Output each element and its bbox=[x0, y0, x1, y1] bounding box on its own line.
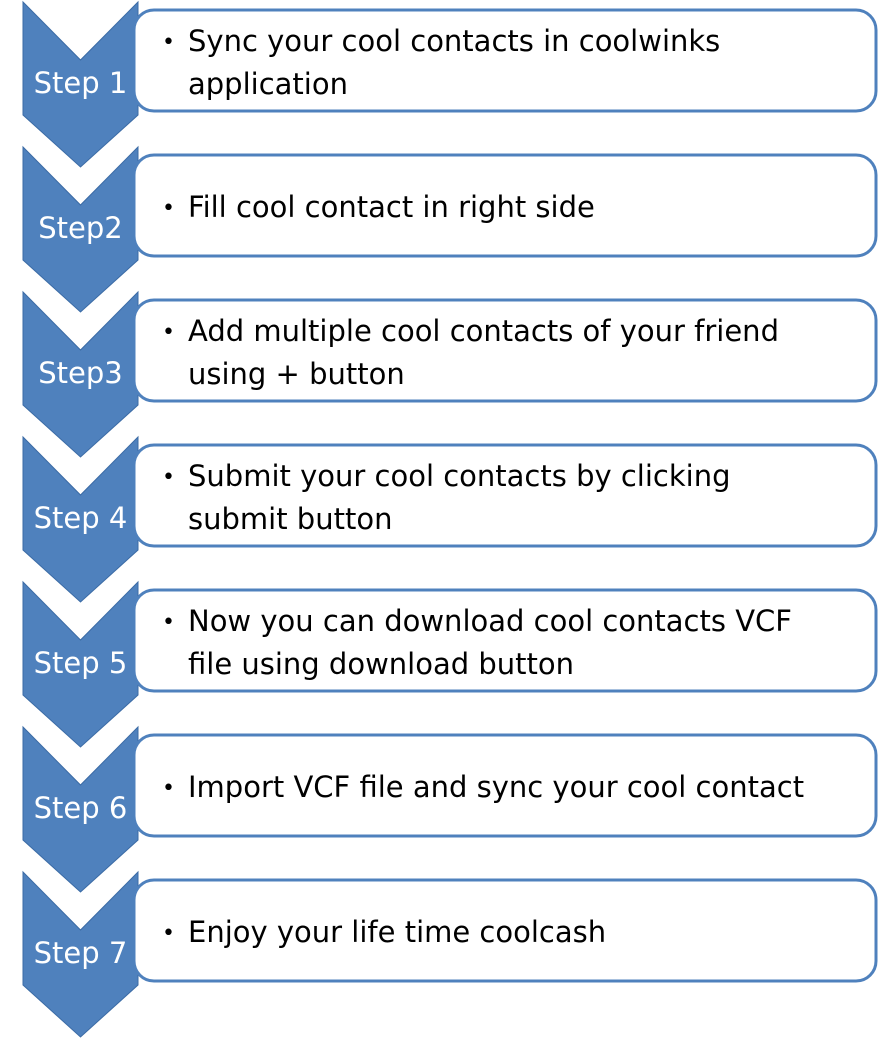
step-chevron bbox=[22, 725, 139, 893]
step-3: Step3 • Add multiple cool contacts of your… bbox=[22, 290, 878, 458]
step-text-line: application bbox=[188, 67, 348, 101]
step-5: Step 5 • Now you can download cool contact… bbox=[22, 580, 878, 748]
step-box bbox=[132, 298, 878, 403]
step-text-line: using + button bbox=[188, 357, 405, 391]
step-1: Step 1 • Sync your cool contacts in coolwi… bbox=[22, 0, 878, 168]
bullet-icon: • bbox=[162, 465, 175, 490]
step-label: Step2 bbox=[38, 211, 122, 245]
step-text-line: file using download button bbox=[188, 647, 574, 681]
bullet-icon: • bbox=[162, 320, 175, 345]
step-chevron bbox=[22, 870, 139, 1038]
bullet-icon: • bbox=[162, 196, 175, 221]
step-box bbox=[132, 878, 878, 983]
step-text-line: Sync your cool contacts in coolwinks bbox=[188, 24, 720, 58]
step-4: Step 4 • Submit your cool contacts by clic… bbox=[22, 435, 878, 603]
step-chevron bbox=[22, 0, 139, 168]
step-box bbox=[132, 153, 878, 258]
step-box bbox=[132, 733, 878, 838]
step-text-line: Submit your cool contacts by clicking bbox=[188, 459, 731, 493]
step-6: Step 6 • Import VCF file and sync your coo… bbox=[22, 725, 878, 893]
step-chevron bbox=[22, 145, 139, 313]
step-box bbox=[132, 443, 878, 548]
step-7: Step 7 • Enjoy your life time coolcash bbox=[22, 870, 878, 1038]
step-text-line: Add multiple cool contacts of your frien… bbox=[188, 314, 779, 348]
step-label: Step 4 bbox=[34, 501, 128, 535]
step-text-line: Enjoy your life time coolcash bbox=[188, 915, 606, 949]
step-text-line: Now you can download cool contacts VCF bbox=[188, 604, 792, 638]
step-text-line: Fill cool contact in right side bbox=[188, 190, 595, 224]
step-chevron bbox=[22, 290, 139, 458]
bullet-icon: • bbox=[162, 921, 175, 946]
step-text-line: Import VCF file and sync your cool conta… bbox=[188, 770, 804, 804]
step-chevron bbox=[22, 435, 139, 603]
step-box bbox=[132, 588, 878, 693]
bullet-icon: • bbox=[162, 30, 175, 55]
step-box bbox=[132, 8, 878, 113]
step-label: Step 5 bbox=[34, 646, 128, 680]
step-label: Step 7 bbox=[34, 936, 128, 970]
step-chevron bbox=[22, 580, 139, 748]
step-text-line: submit button bbox=[188, 502, 392, 536]
bullet-icon: • bbox=[162, 610, 175, 635]
step-label: Step3 bbox=[38, 356, 122, 390]
step-2: Step2 • Fill cool contact in right side bbox=[22, 145, 878, 313]
step-label: Step 1 bbox=[34, 66, 128, 100]
step-label: Step 6 bbox=[34, 791, 128, 825]
bullet-icon: • bbox=[162, 776, 175, 801]
